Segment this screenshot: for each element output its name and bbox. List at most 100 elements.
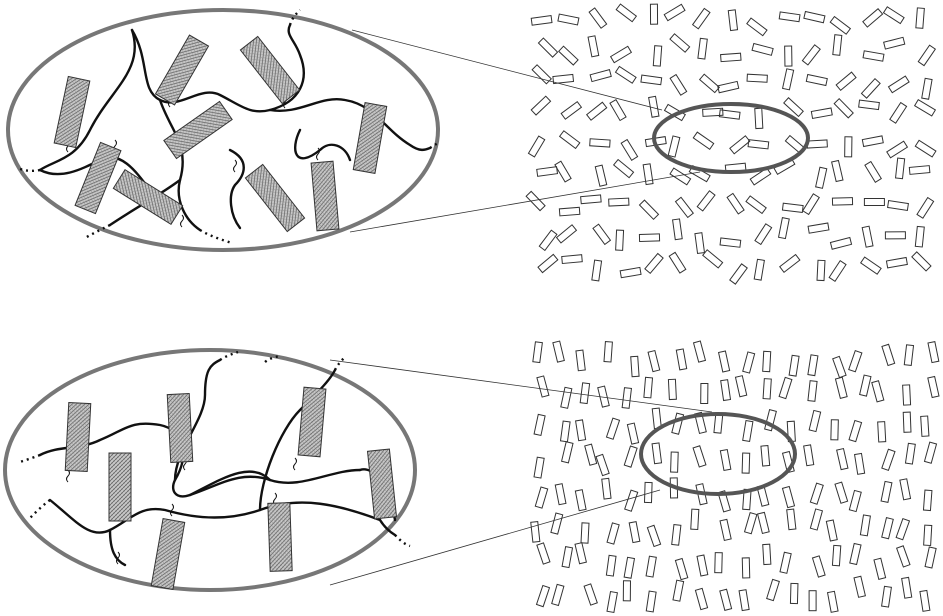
mesogen	[562, 547, 572, 568]
mesogen	[575, 543, 586, 564]
mesogen	[767, 579, 780, 600]
mesogen	[584, 584, 597, 605]
mesogen	[719, 351, 730, 372]
mesogen	[754, 259, 764, 280]
mesogen	[928, 376, 939, 397]
mesogen	[631, 356, 639, 376]
mesogen	[886, 258, 907, 268]
mesogen	[887, 141, 908, 158]
mesogen	[672, 525, 681, 546]
mesogen	[903, 385, 911, 405]
mesogen	[746, 196, 766, 214]
mesogen	[552, 584, 564, 605]
mesogen	[896, 519, 909, 540]
mesogen	[761, 446, 770, 467]
mesogen	[718, 81, 739, 92]
mesogen	[804, 11, 825, 22]
mesogen	[752, 43, 773, 55]
mesogen	[653, 46, 661, 66]
mesogen	[553, 341, 564, 362]
mesogen	[808, 223, 829, 233]
mesogen	[763, 544, 771, 564]
mesogen	[65, 402, 91, 471]
mesogen	[576, 350, 585, 371]
mesogen	[539, 230, 557, 250]
top-mesogen-field	[526, 4, 936, 284]
mesogen	[779, 218, 790, 239]
mesogen	[664, 4, 685, 20]
mesogen	[830, 238, 851, 250]
mesogen	[668, 379, 676, 399]
mesogen	[592, 260, 602, 281]
mesogen	[531, 16, 552, 26]
mesogen	[872, 381, 884, 402]
mesogen	[534, 414, 545, 435]
top-panel	[8, 4, 936, 284]
mesogen	[650, 4, 657, 24]
mesogen	[673, 580, 684, 601]
mesogen	[528, 136, 544, 157]
mesogen	[693, 132, 713, 149]
mesogen	[697, 555, 708, 576]
mesogen	[915, 100, 936, 116]
mesogen	[670, 168, 691, 185]
mesogen	[616, 66, 637, 83]
mesogen	[669, 252, 686, 273]
mesogen	[874, 558, 886, 579]
mesogen	[864, 198, 884, 205]
mesogen	[850, 543, 861, 564]
mesogen	[863, 51, 884, 61]
mesogen	[849, 490, 861, 511]
mesogen	[859, 100, 880, 109]
mesogen	[673, 219, 683, 240]
mesogen	[903, 412, 911, 432]
mesogen	[715, 553, 723, 573]
mesogen	[909, 166, 930, 175]
mesogen	[551, 513, 563, 534]
mesogen	[831, 420, 838, 440]
mesogen	[621, 140, 637, 161]
mesogen	[560, 131, 580, 149]
mesogen	[590, 139, 610, 147]
mesogen	[804, 445, 814, 466]
mesogen	[672, 413, 684, 434]
mesogen	[538, 38, 557, 57]
mesogen	[785, 46, 792, 66]
mesogen	[588, 36, 599, 57]
mesogen	[616, 4, 636, 22]
mesogen	[695, 588, 707, 609]
mesogen	[590, 70, 611, 82]
mesogen	[531, 96, 550, 115]
mesogen	[922, 78, 932, 99]
mesogen	[915, 140, 936, 157]
mesogen	[763, 379, 771, 399]
bottom-zoom-line-upper	[330, 360, 712, 412]
top-selection-ellipse	[654, 104, 808, 172]
mesogen	[627, 423, 638, 444]
mesogen	[835, 377, 847, 398]
mesogen	[671, 452, 679, 472]
mesogen	[832, 160, 843, 181]
mesogen	[763, 351, 771, 371]
mesogen	[695, 233, 705, 254]
mesogen	[862, 136, 883, 147]
mesogen	[779, 12, 800, 22]
mesogen	[645, 254, 663, 274]
mesogen	[538, 254, 558, 272]
mesogen	[882, 518, 894, 539]
mesogen	[614, 160, 634, 178]
mesogen	[644, 377, 653, 398]
mesogen	[861, 79, 880, 98]
mesogen	[558, 14, 579, 25]
mesogen	[595, 165, 606, 186]
mesogen	[629, 522, 640, 543]
mesogen	[790, 583, 798, 603]
mesogen	[561, 102, 581, 120]
mesogen	[888, 76, 909, 93]
mesogen	[837, 449, 848, 470]
mesogen	[809, 591, 816, 611]
mesogen	[817, 260, 825, 280]
mesogen	[806, 74, 827, 85]
mesogen	[739, 590, 749, 611]
mesogen	[816, 167, 827, 188]
